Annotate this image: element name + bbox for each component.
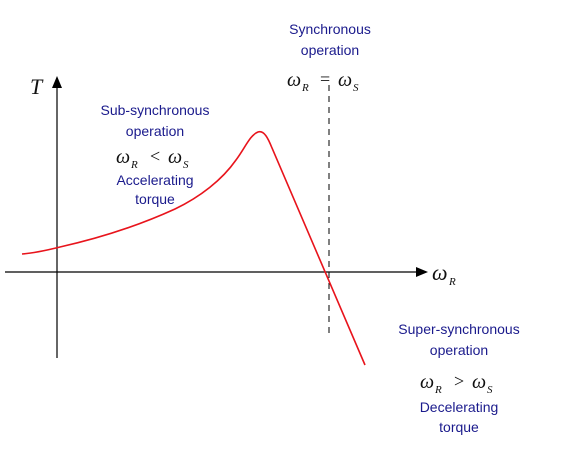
super-sync-label-line1: Super-synchronous [398,321,519,337]
synchronous-equation: ω R = ω S [287,69,359,94]
super-eq-op: > [454,371,464,391]
sub-eq-lhs-sub: R [130,159,138,171]
super-eq-rhs-sub: S [487,384,493,396]
super-sync-label-line4: torque [439,419,479,435]
super-sync-equation: ω R > ω S [420,371,493,396]
sync-eq-lhs-sub: R [301,82,309,94]
sub-sync-equation: ω R < ω S [116,146,189,171]
sub-sync-label-line3: Accelerating [116,172,193,188]
super-eq-lhs-sub: R [434,384,442,396]
sub-eq-rhs: ω [168,146,182,168]
sub-eq-op: < [150,146,160,166]
super-eq-rhs: ω [472,371,486,393]
synchronous-label-line2: operation [301,42,359,58]
sub-eq-rhs-sub: S [183,159,189,171]
sync-eq-rhs: ω [338,69,352,91]
sub-eq-lhs: ω [116,146,130,168]
sub-sync-label-line1: Sub-synchronous [101,102,210,118]
super-sync-label-line3: Decelerating [420,399,499,415]
x-axis-symbol: ω [432,260,448,285]
super-sync-label-line2: operation [430,342,488,358]
y-axis-symbol: T [30,74,44,99]
x-axis-subscript: R [448,276,456,288]
sync-eq-op: = [320,69,330,89]
super-eq-lhs: ω [420,371,434,393]
sub-sync-label-line2: operation [126,123,184,139]
synchronous-label-line1: Synchronous [289,21,371,37]
sync-eq-lhs: ω [287,69,301,91]
sub-sync-label-line4: torque [135,191,175,207]
torque-curve [21,130,366,366]
sync-eq-rhs-sub: S [353,82,359,94]
